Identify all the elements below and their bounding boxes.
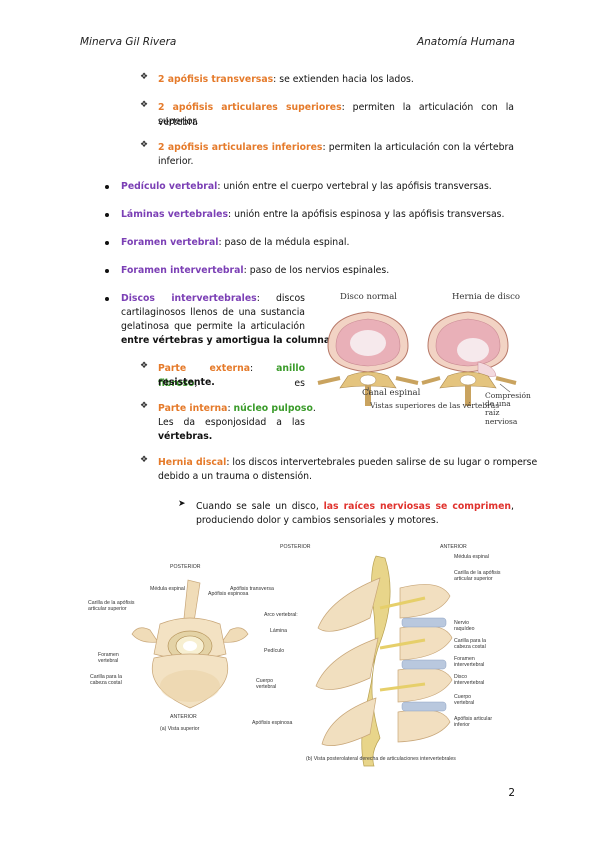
diamond-bullet-icon: ❖	[140, 72, 149, 82]
discs-line4: entre vértebras y amortigua la columna.	[121, 335, 334, 346]
diamond-bullet-icon: ❖	[140, 140, 149, 150]
label-raiz-nerviosa: raíz nerviosa	[485, 408, 518, 426]
label-carilla-costal-left: Carilla para la cabeza costal	[90, 674, 123, 686]
label-arco-right: Arco vertebral:	[264, 612, 298, 618]
arrow-bullet-icon: ➤	[178, 499, 186, 509]
bullet-dot-icon	[105, 269, 109, 273]
bullet-pediculo: Pedículo vertebral: unión entre el cuerp…	[121, 181, 492, 192]
label-compresion: Compresión de una	[485, 391, 531, 408]
discs-hernia: Hernia discal: los discos intervertebral…	[158, 457, 538, 468]
label-posterior-right: POSTERIOR	[280, 544, 311, 550]
label-anterior-right: ANTERIOR	[440, 544, 467, 550]
bullet-laminas: Láminas vertebrales: unión entre la apóf…	[121, 209, 505, 220]
hernia-figure-caption: Vistas superiores de las vértebras	[370, 401, 500, 410]
arrow-item-line2: produciendo dolor y cambios sensoriales …	[196, 515, 439, 526]
bullet-dot-icon	[105, 241, 109, 245]
discs-line3: gelatinosa que permite la articulación	[121, 321, 305, 332]
arrow-item: Cuando se sale un disco, las raíces nerv…	[196, 501, 514, 512]
header-author: Minerva Gil Rivera	[80, 36, 177, 48]
posterolateral-spine-drawing	[315, 555, 453, 767]
label-apofisis-espinosa-right: Apófisis espinosa	[252, 720, 293, 726]
label-apofisis-transversa-left: Apófisis transversa	[230, 586, 274, 592]
discs-line1: Discos intervertebrales: discos	[121, 293, 305, 304]
bullet-dot-icon	[105, 297, 109, 301]
sub-item-inferiores: 2 apófisis articulares inferiores: permi…	[158, 142, 514, 153]
sub-item-superiores: 2 apófisis articulares superiores: permi…	[158, 102, 514, 128]
discs-internal: Parte interna: núcleo pulposo.	[158, 403, 316, 414]
label-apofisis-espinosa-left: Apófisis espinosa	[208, 591, 249, 597]
label-apofisis-inf-right: Apófisis articular inferior	[454, 716, 493, 728]
discs-internal-line3: vértebras.	[158, 431, 213, 442]
vertebrae-disc-illustration	[317, 311, 517, 406]
label-carilla-costal-right: Carilla para la cabeza costal	[454, 638, 487, 650]
label-anterior-left: ANTERIOR	[170, 714, 197, 720]
header-subject: Anatomía Humana	[416, 36, 515, 48]
label-disco-right: Disco intervertebral	[454, 674, 485, 686]
label-nervio-right: Nervio raquídeo	[454, 620, 475, 632]
discs-hernia-line2: debido a un trauma o distensión.	[158, 471, 312, 482]
page-number: 2	[508, 787, 515, 799]
bullet-dot-icon	[105, 185, 109, 189]
diamond-bullet-icon: ❖	[140, 100, 149, 110]
discs-external-line2: resistente.	[158, 377, 215, 388]
diamond-bullet-icon: ❖	[140, 361, 149, 371]
sub-item-superiores-line2: superior.	[158, 116, 199, 127]
discs-external: Parte externa: anillo fibroso, es	[158, 363, 305, 389]
label-cuerpo-left: Cuerpo vertebral	[256, 678, 277, 690]
sub-item-inferiores-line2: inferior.	[158, 156, 194, 167]
label-medula-left: Médula espinal	[150, 586, 185, 592]
label-carilla-sup-right: Carilla de la apófisis articular superio…	[454, 570, 501, 582]
label-medula-right: Médula espinal	[454, 554, 489, 560]
caption-left: (a) Vista superior	[160, 726, 200, 732]
label-foramen-left: Foramen vertebral	[98, 652, 119, 664]
vertebra-anatomy-illustration	[131, 555, 453, 767]
label-pediculo-right: Pedículo	[264, 648, 285, 654]
label-canal-espinal: Canal espinal	[362, 388, 421, 398]
label-carilla-sup-left: Carilla de la apófisis articular superio…	[88, 600, 135, 612]
discs-internal-line2: Les da esponjosidad a las	[158, 417, 305, 428]
label-lamina-right: Lámina	[270, 628, 288, 634]
diamond-bullet-icon: ❖	[140, 455, 149, 465]
vertebra-anatomy-figure: POSTERIOR Médula espinal Apófisis espino…	[80, 538, 520, 768]
diamond-bullet-icon: ❖	[140, 401, 149, 411]
discs-line2: cartilaginosos llenos de una sustancia	[121, 307, 305, 318]
disc-herniation-figure: Disco normal Hernia de disco Canal espin…	[310, 288, 532, 426]
superior-view-vertebra-drawing	[131, 579, 249, 709]
label-posterior-left: POSTERIOR	[170, 564, 201, 570]
label-foramen-right: Foramen intervertebral	[454, 656, 485, 668]
herniated-disc-drawing	[421, 311, 517, 406]
bullet-foramen-vertebral: Foramen vertebral: paso de la médula esp…	[121, 237, 350, 248]
caption-right: (b) Vista posterolateral derecha de arti…	[306, 756, 456, 762]
label-cuerpo-right: Cuerpo vertebral	[454, 694, 475, 706]
label-disco-normal: Disco normal	[340, 292, 397, 302]
bullet-foramen-intervertebral: Foramen intervertebral: paso de los nerv…	[121, 265, 390, 276]
label-hernia-disco: Hernia de disco	[452, 292, 521, 302]
normal-disc-drawing	[317, 311, 419, 406]
bullet-dot-icon	[105, 213, 109, 217]
sub-item-transversas: 2 apófisis transversas: se extienden hac…	[158, 74, 414, 85]
